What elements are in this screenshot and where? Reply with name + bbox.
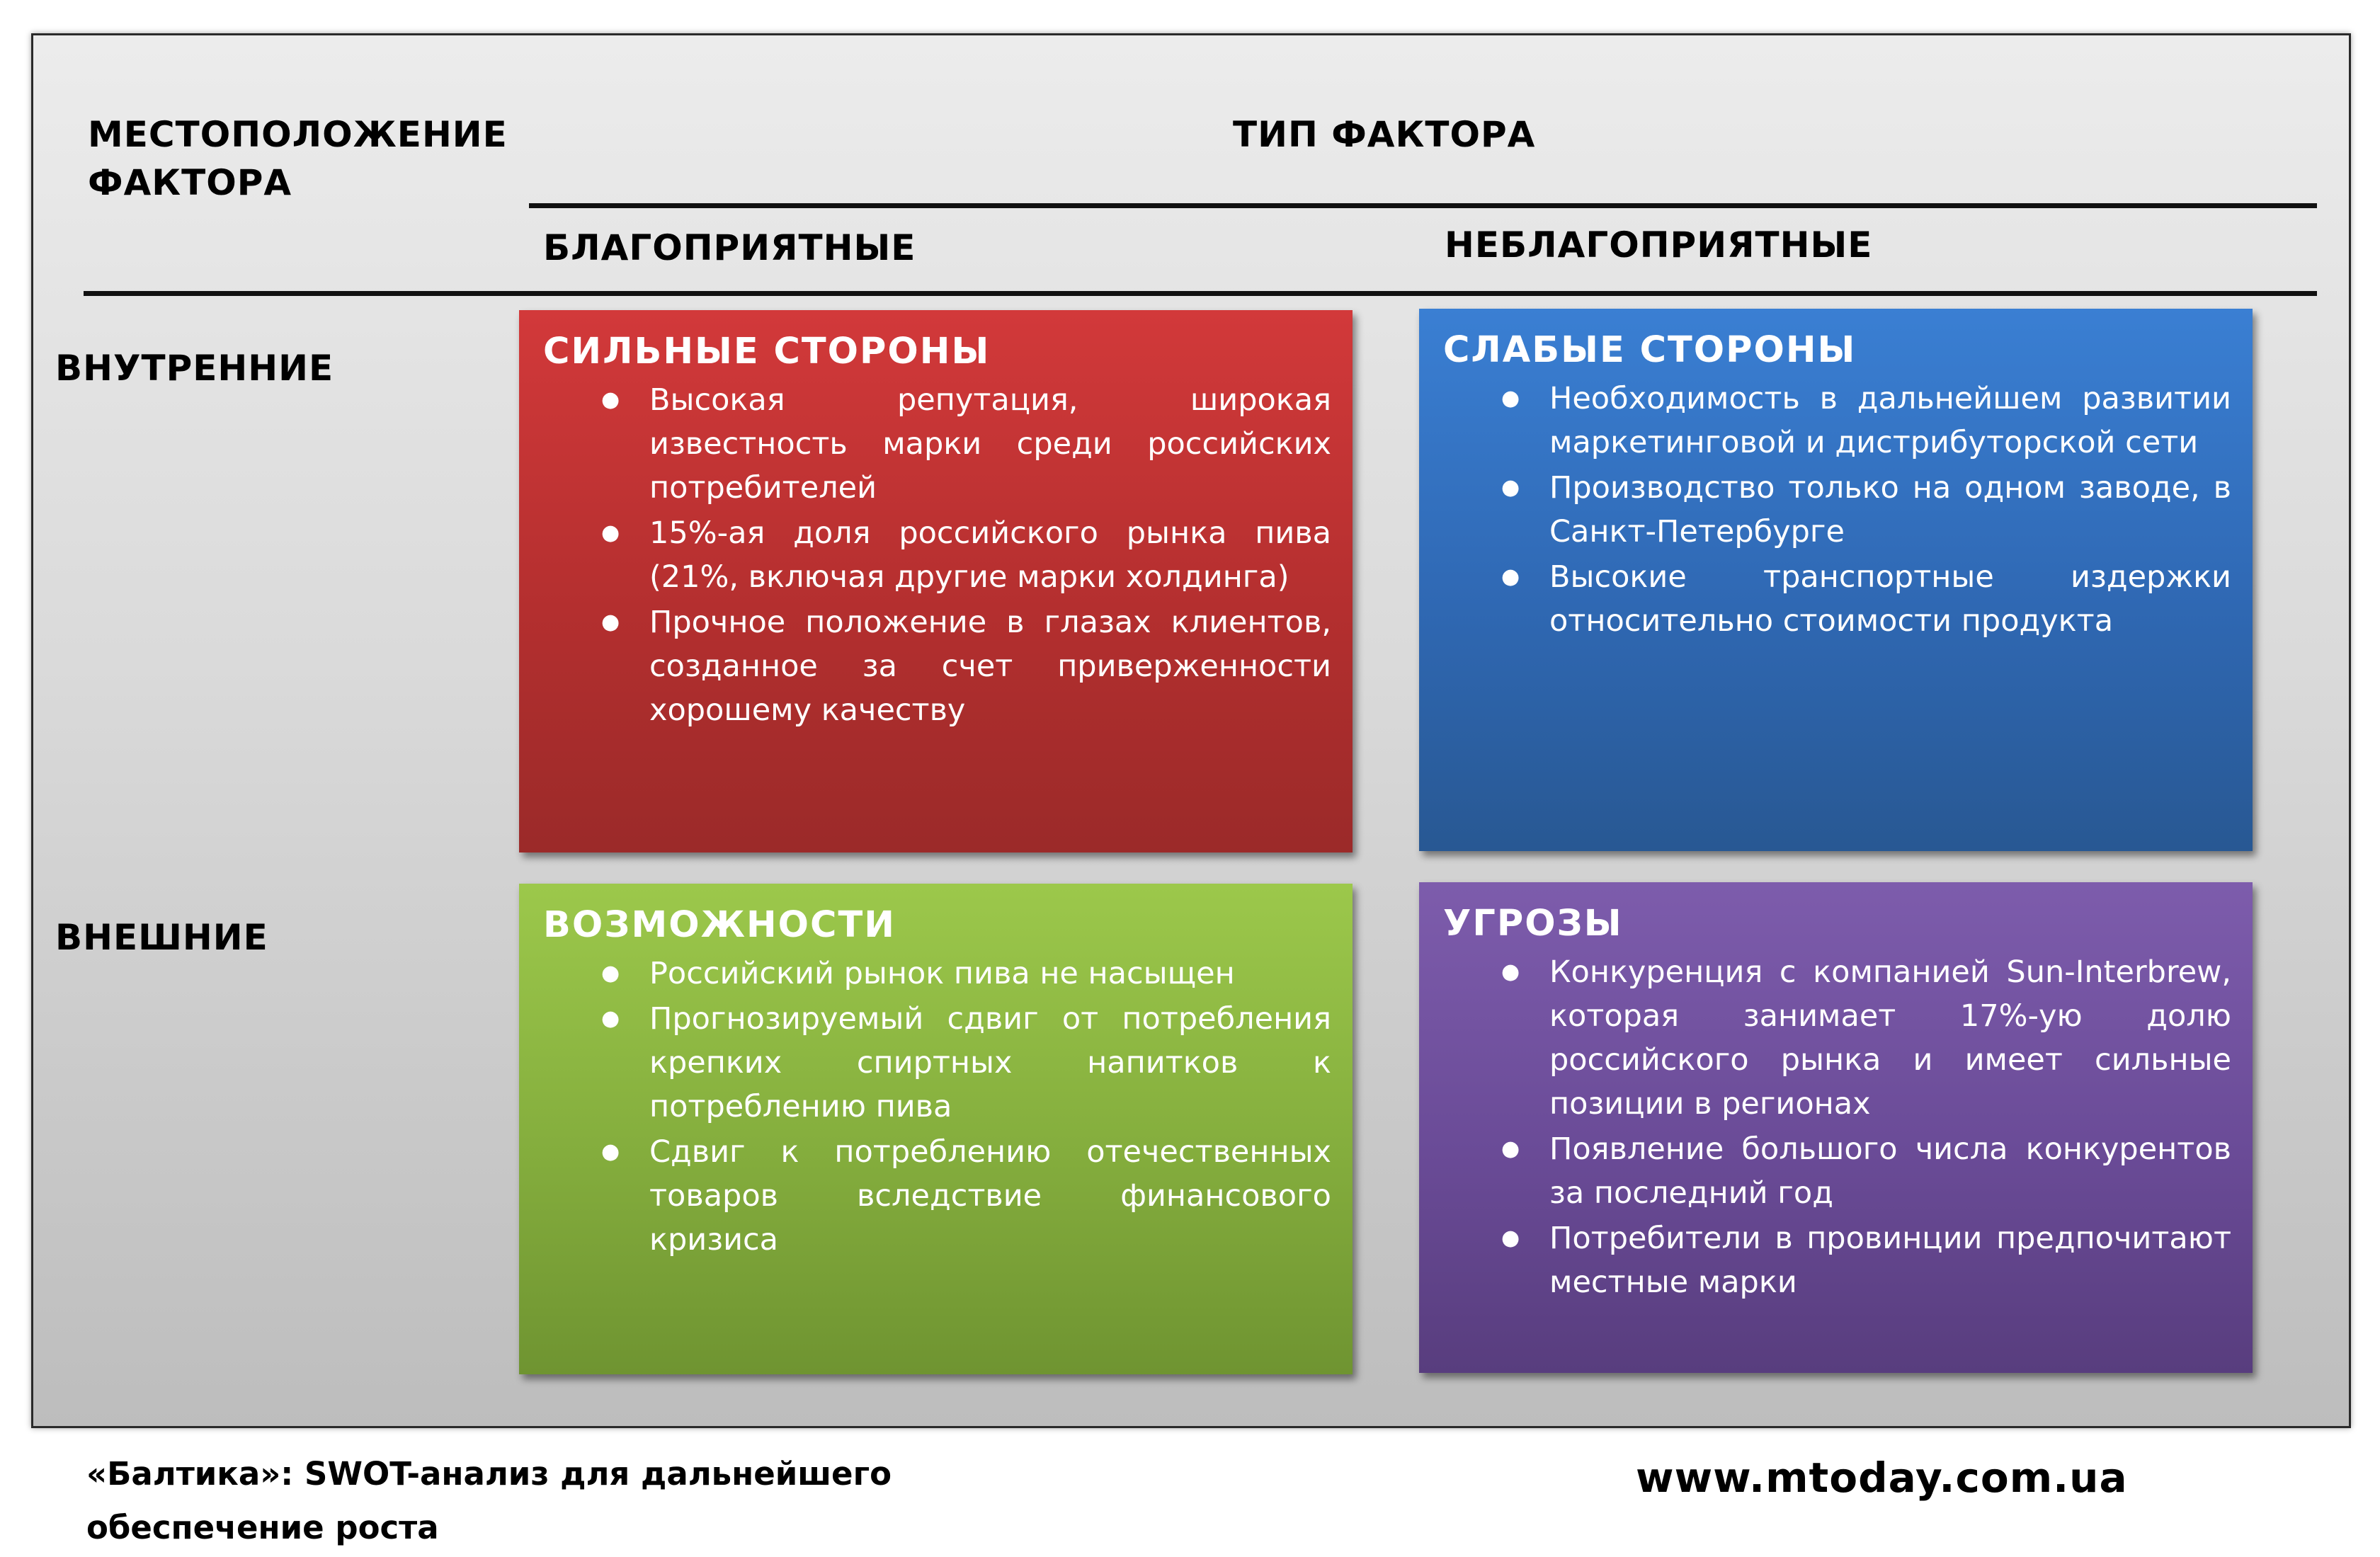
caption-line1: «Балтика»: SWOT-анализ для дальнейшего <box>86 1455 892 1493</box>
bullet-icon: ● <box>601 1006 620 1031</box>
location-header-line2: ФАКТОРА <box>88 162 292 203</box>
list-item: ●Конкуренция с компанией Sun-Interbrew, … <box>1443 950 2231 1126</box>
list-item: ●Потребители в провинции предпочитают ме… <box>1443 1216 2231 1304</box>
threats-box: УГРОЗЫ ●Конкуренция с компанией Sun-Inte… <box>1419 882 2253 1373</box>
bullet-icon: ● <box>601 520 620 545</box>
list-item: ●15%-ая доля российского рынка пива (21%… <box>543 511 1331 599</box>
list-item: ●Прочное положение в глазах клиентов, со… <box>543 600 1331 732</box>
list-item: ●Российский рынок пива не насыщен <box>543 952 1331 996</box>
header-rule-bottom <box>84 291 2317 296</box>
opportunities-title: ВОЗМОЖНОСТИ <box>543 904 896 946</box>
opportunities-list: ●Российский рынок пива не насыщен ●Прогн… <box>543 952 1331 1262</box>
internal-row-label: ВНУТРЕННИЕ <box>55 348 334 389</box>
bullet-icon: ● <box>1501 564 1520 589</box>
strengths-box: СИЛЬНЫЕ СТОРОНЫ ●Высокая репутация, широ… <box>519 310 1353 852</box>
caption-line2: обеспечение роста <box>86 1509 439 1546</box>
bullet-icon: ● <box>601 1139 620 1164</box>
external-row-label: ВНЕШНИЕ <box>55 917 268 958</box>
header-rule-top <box>529 203 2317 208</box>
location-header-line1: МЕСТОПОЛОЖЕНИЕ <box>88 114 508 155</box>
strengths-list: ●Высокая репутация, широкая известность … <box>543 378 1331 732</box>
bullet-icon: ● <box>1501 1226 1520 1250</box>
bullet-icon: ● <box>1501 959 1520 984</box>
list-item: ●Сдвиг к потреблению отечественных товар… <box>543 1130 1331 1262</box>
bullet-icon: ● <box>1501 386 1520 411</box>
bullet-icon: ● <box>601 387 620 412</box>
opportunities-box: ВОЗМОЖНОСТИ ●Российский рынок пива не на… <box>519 884 1353 1374</box>
website-link[interactable]: www.mtoday.com.ua <box>1636 1454 2128 1502</box>
favorable-header: БЛАГОПРИЯТНЫЕ <box>543 227 916 268</box>
strengths-title: СИЛЬНЫЕ СТОРОНЫ <box>543 331 991 372</box>
threats-title: УГРОЗЫ <box>1443 903 1623 945</box>
weaknesses-box: СЛАБЫЕ СТОРОНЫ ●Необходимость в дальнейш… <box>1419 309 2253 851</box>
unfavorable-header: НЕБЛАГОПРИЯТНЫЕ <box>1445 224 1873 266</box>
bullet-icon: ● <box>1501 1136 1520 1161</box>
list-item: ●Высокие транспортные издержки относител… <box>1443 555 2231 643</box>
bullet-icon: ● <box>601 610 620 634</box>
bullet-icon: ● <box>601 961 620 986</box>
list-item: ●Необходимость в дальнейшем развитии мар… <box>1443 377 2231 464</box>
threats-list: ●Конкуренция с компанией Sun-Interbrew, … <box>1443 950 2231 1304</box>
bullet-icon: ● <box>1501 475 1520 500</box>
factor-type-header: ТИП ФАКТОРА <box>1233 114 1536 155</box>
list-item: ●Появление большого числа конкурентов за… <box>1443 1127 2231 1215</box>
weaknesses-list: ●Необходимость в дальнейшем развитии мар… <box>1443 377 2231 643</box>
list-item: ●Высокая репутация, широкая известность … <box>543 378 1331 510</box>
weaknesses-title: СЛАБЫЕ СТОРОНЫ <box>1443 329 1857 371</box>
list-item: ●Производство только на одном заводе, в … <box>1443 466 2231 554</box>
list-item: ●Прогнозируемый сдвиг от потребления кре… <box>543 997 1331 1129</box>
